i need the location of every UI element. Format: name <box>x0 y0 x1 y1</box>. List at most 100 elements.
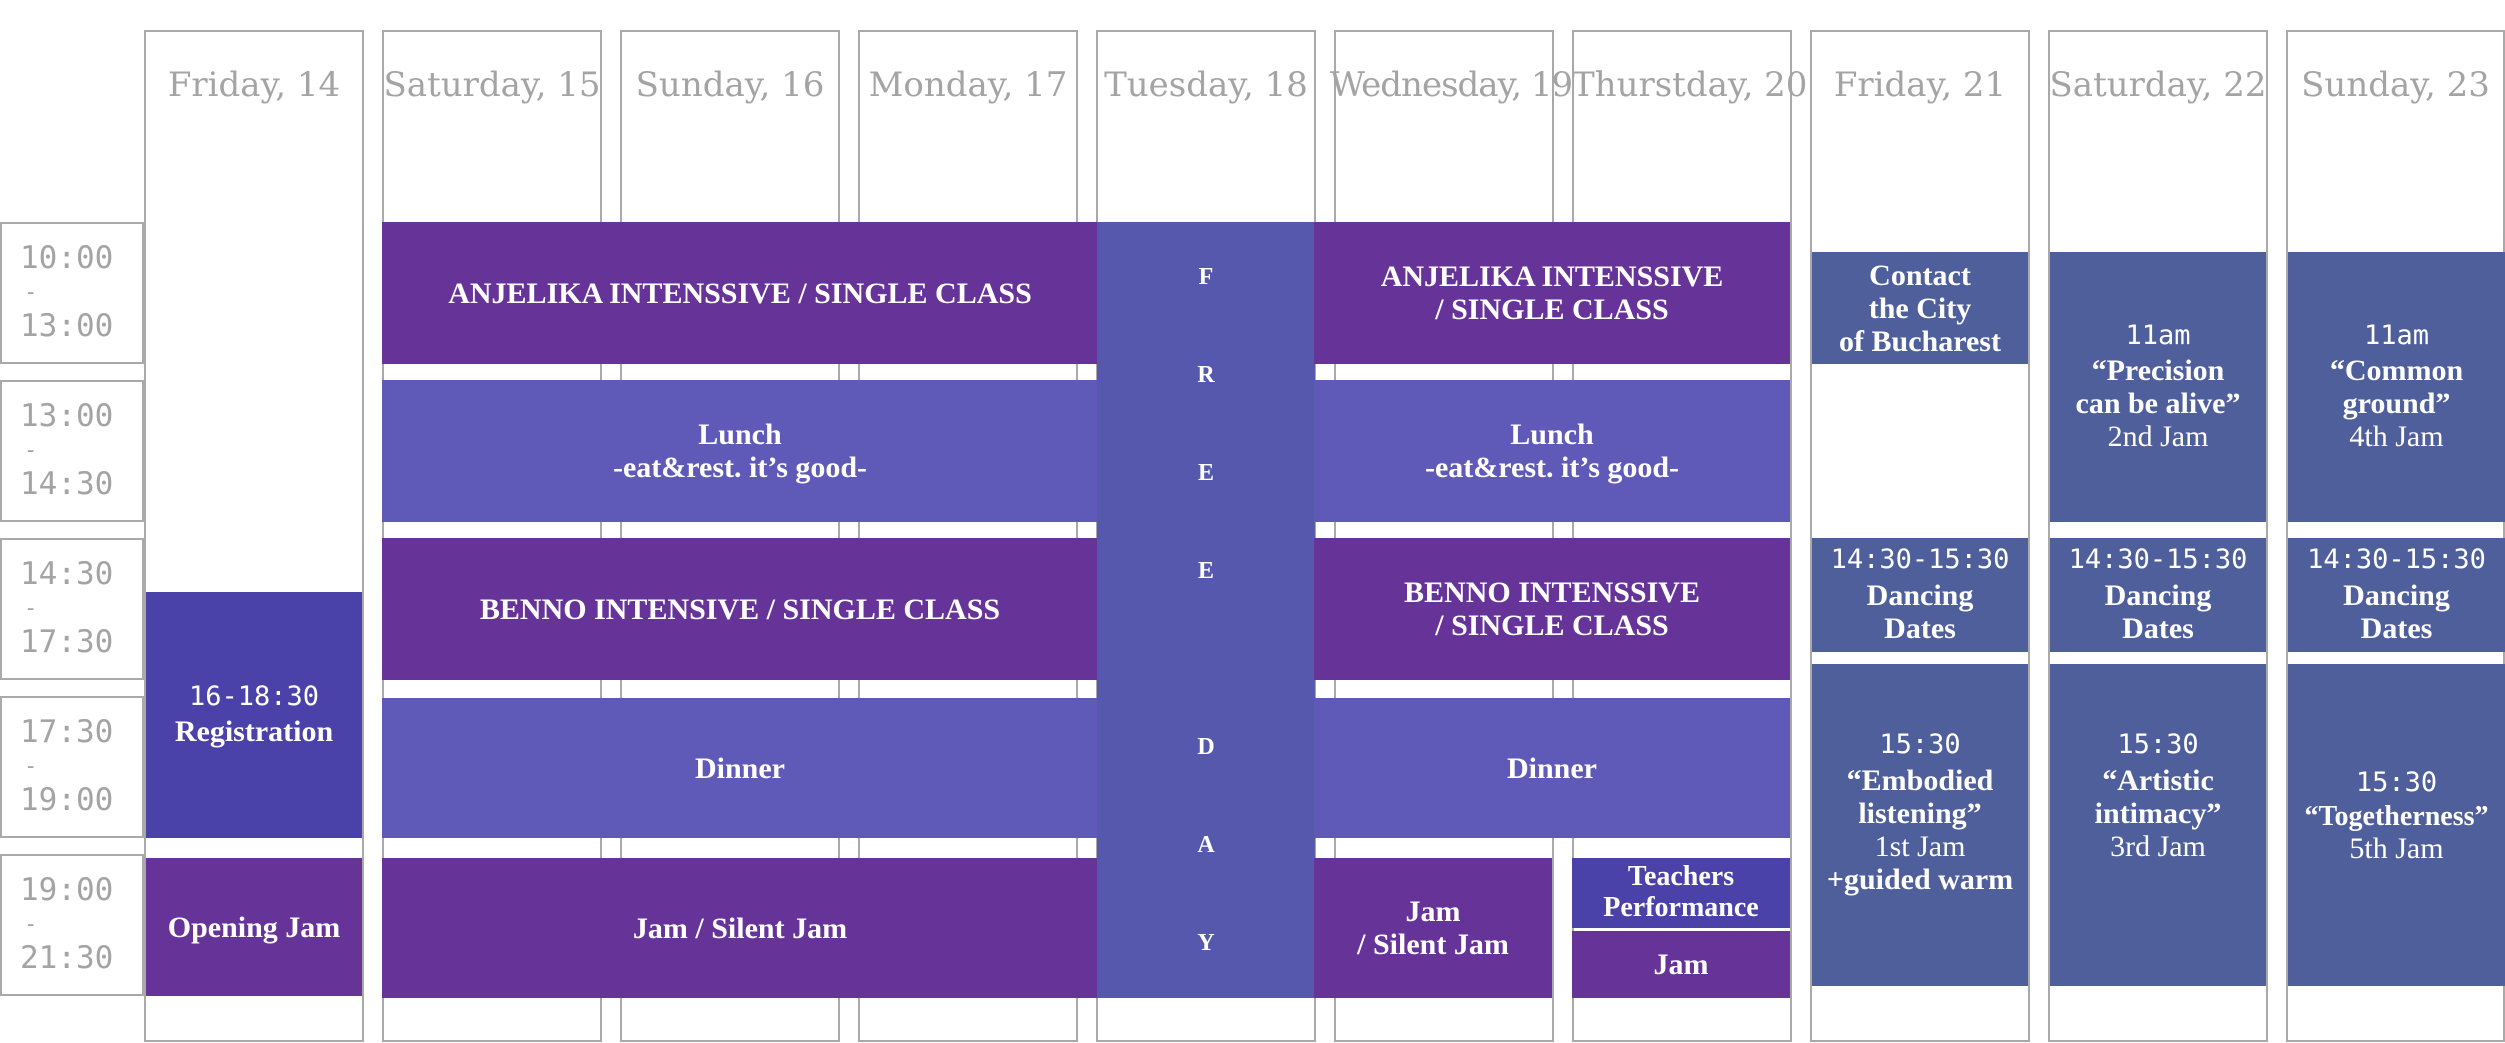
block-line: listening” <box>1858 796 1982 830</box>
registration-time: 16-18:30 <box>188 680 320 712</box>
time-separator: - <box>24 280 38 305</box>
time-start: 13:00 <box>20 398 114 434</box>
time-slot-4: 17:30 - 19:00 <box>0 696 144 838</box>
block-line: “Precision <box>2091 354 2225 388</box>
dinner-block-2: Dinner <box>1314 698 1790 838</box>
fourth-jam-block: 11am “Common ground” 4th Jam <box>2288 252 2505 522</box>
day-header-fri14: Friday, 14 <box>167 65 341 105</box>
contact-city-block: Contact the City of Bucharest <box>1812 252 2028 364</box>
jam-time: 15:30 <box>2355 767 2438 798</box>
time-end: 19:00 <box>20 782 114 818</box>
day-header-sun23: Sunday, 23 <box>2301 65 2490 105</box>
wed-jam-block: Jam / Silent Jam <box>1314 858 1552 998</box>
jam-time: 15:30 <box>1879 729 1961 760</box>
day-header-fri21: Friday, 21 <box>1833 65 2007 105</box>
block-line: “Common <box>2329 354 2464 388</box>
block-line: ground” <box>2342 387 2451 421</box>
time-separator: - <box>24 438 38 463</box>
block-line: of Bucharest <box>1839 324 2001 358</box>
benno-intensive-block-1: BENNO INTENSIVE / SINGLE CLASS <box>382 538 1098 680</box>
day-header-thu20: Thurstday, 20 <box>1572 65 1808 105</box>
block-line: intimacy” <box>2094 796 2222 830</box>
block-line: Contact <box>1869 258 1971 292</box>
block-line: 1st Jam <box>1874 829 1966 863</box>
lunch-subtitle: -eat&rest. it’s good- <box>1424 451 1680 484</box>
time-start: 19:00 <box>20 872 114 908</box>
dancing-dates-time: 14:30-15:30 <box>2068 544 2248 576</box>
jam-time: 11am <box>2363 319 2430 351</box>
free-day-letter: D <box>1197 734 1215 760</box>
time-end: 21:30 <box>20 940 114 976</box>
time-separator: - <box>24 596 38 621</box>
block-line: / Silent Jam <box>1357 928 1509 961</box>
jam-time: 15:30 <box>2117 729 2199 760</box>
dancing-dates-block-sat: 14:30-15:30 Dancing Dates <box>2050 538 2266 652</box>
block-line: 5th Jam <box>2349 832 2444 866</box>
anjelika-intensive-block-1: ANJELIKA INTENSSIVE / SINGLE CLASS <box>382 222 1098 364</box>
time-slot-3: 14:30 - 17:30 <box>0 538 144 680</box>
block-line: Dates <box>2360 611 2433 645</box>
time-separator: - <box>24 912 38 937</box>
block-line: / SINGLE CLASS <box>1435 609 1669 642</box>
time-end: 13:00 <box>20 308 114 344</box>
lunch-title: Lunch <box>1510 418 1594 451</box>
time-start: 10:00 <box>20 240 114 276</box>
block-line: can be alive” <box>2075 387 2241 421</box>
time-start: 17:30 <box>20 714 114 750</box>
opening-jam-block: Opening Jam <box>146 858 362 996</box>
block-line: 4th Jam <box>2349 420 2444 454</box>
dancing-dates-block-sun: 14:30-15:30 Dancing Dates <box>2288 538 2505 652</box>
free-day-letter: Y <box>1197 930 1215 956</box>
free-day-letter: A <box>1197 832 1215 858</box>
time-end: 14:30 <box>20 466 114 502</box>
free-day-band: F R E E D A Y <box>1097 222 1315 998</box>
block-line: +guided warm <box>1826 862 2014 896</box>
time-separator: - <box>24 754 38 779</box>
block-line: the City <box>1868 291 1972 325</box>
time-slot-2: 13:00 - 14:30 <box>0 380 144 522</box>
lunch-block-1: Lunch -eat&rest. it’s good- <box>382 380 1098 522</box>
thu-jam-block: Jam <box>1572 931 1790 998</box>
day-header-sat15: Saturday, 15 <box>383 65 601 105</box>
jam-time: 11am <box>2125 319 2191 351</box>
lunch-subtitle: -eat&rest. it’s good- <box>612 451 868 484</box>
anjelika-intensive-block-2: ANJELIKA INTENSSIVE / SINGLE CLASS <box>1314 222 1790 364</box>
block-line: “Togetherness” <box>2304 800 2489 832</box>
block-line: Dancing <box>2104 578 2212 612</box>
third-jam-block: 15:30 “Artistic intimacy” 3rd Jam <box>2050 664 2266 986</box>
jam-silent-jam-block-1: Jam / Silent Jam <box>382 858 1098 998</box>
dancing-dates-time: 14:30-15:30 <box>1830 544 2010 576</box>
block-line: “Embodied <box>1846 763 1994 797</box>
block-line: Dancing <box>1866 578 1974 612</box>
block-line: Teachers <box>1627 861 1735 893</box>
block-line: Dates <box>2122 611 2194 645</box>
day-header-wed19: Wednesday, 19 <box>1330 65 1573 105</box>
fifth-jam-block: 15:30 “Togetherness” 5th Jam <box>2288 664 2505 986</box>
block-line: “Artistic <box>2102 763 2214 797</box>
free-day-letter: F <box>1198 264 1214 290</box>
dancing-dates-block-fri: 14:30-15:30 Dancing Dates <box>1812 538 2028 652</box>
day-header-tue18: Tuesday, 18 <box>1104 65 1308 105</box>
day-header-sun16: Sunday, 16 <box>635 65 825 105</box>
time-slot-5: 19:00 - 21:30 <box>0 854 144 996</box>
registration-label: Registration <box>174 715 334 749</box>
free-day-letter: E <box>1197 558 1214 584</box>
first-jam-block: 15:30 “Embodied listening” 1st Jam +guid… <box>1812 664 2028 986</box>
free-day-letter: R <box>1197 362 1215 388</box>
time-start: 14:30 <box>20 556 114 592</box>
block-line: 2nd Jam <box>2107 420 2209 454</box>
time-end: 17:30 <box>20 624 114 660</box>
teachers-performance-block: Teachers Performance <box>1572 858 1790 928</box>
block-line: Jam <box>1405 895 1461 928</box>
dancing-dates-time: 14:30-15:30 <box>2307 544 2486 576</box>
day-header-mon17: Monday, 17 <box>868 65 1068 105</box>
block-line: Performance <box>1603 892 1759 923</box>
lunch-block-2: Lunch -eat&rest. it’s good- <box>1314 380 1790 522</box>
benno-intensive-block-2: BENNO INTENSSIVE / SINGLE CLASS <box>1314 538 1790 680</box>
registration-block: 16-18:30 Registration <box>146 592 362 838</box>
time-slot-1: 10:00 - 13:00 <box>0 222 144 364</box>
block-line: Dates <box>1884 611 1956 645</box>
second-jam-block: 11am “Precision can be alive” 2nd Jam <box>2050 252 2266 522</box>
lunch-title: Lunch <box>698 418 782 451</box>
day-header-sat22: Saturday, 22 <box>2049 65 2267 105</box>
